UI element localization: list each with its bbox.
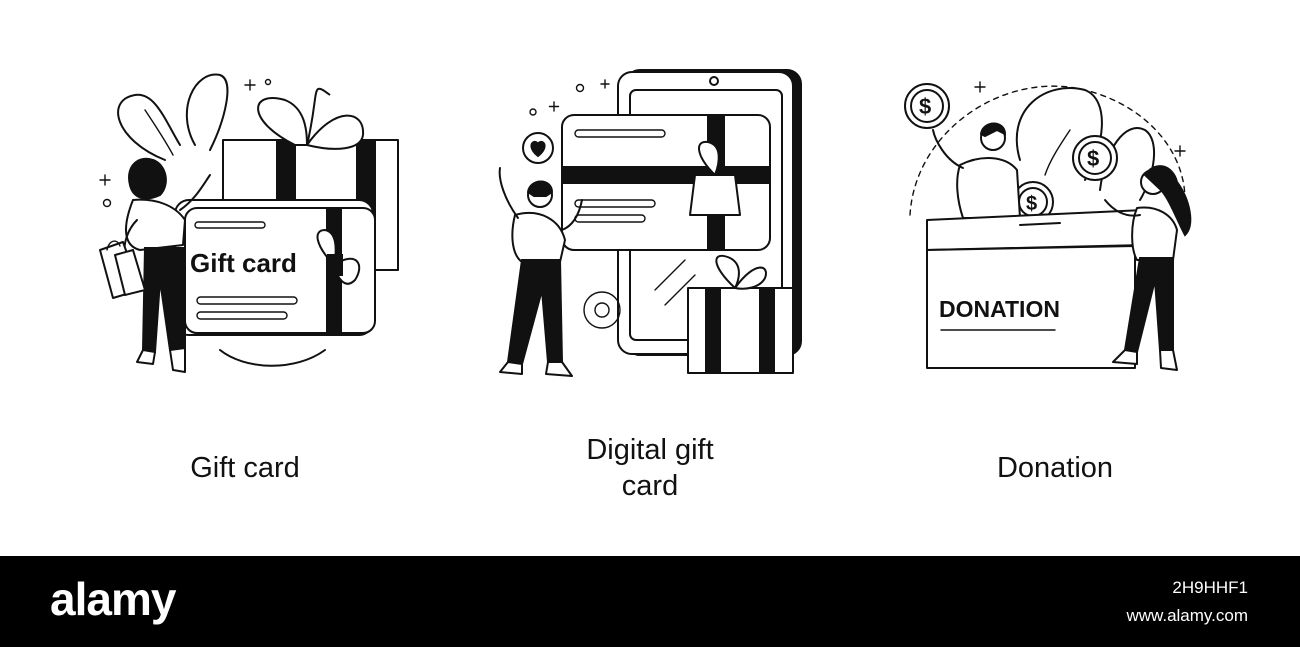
- gift-card-text: Gift card: [190, 248, 297, 278]
- donation-caption: Donation: [996, 452, 1114, 484]
- donation-box-text: DONATION: [939, 296, 1060, 322]
- man-figure: [932, 122, 1021, 219]
- woman-figure: [1104, 165, 1192, 371]
- coin-icon: $: [1072, 135, 1118, 181]
- svg-text:$: $: [919, 94, 931, 119]
- donation-box: [926, 209, 1146, 251]
- digital-gift-card-caption: Digital gift card: [450, 432, 850, 504]
- donation-panel: $ $ $ DONATION: [855, 0, 1255, 556]
- bow-icon: [257, 97, 308, 146]
- digital-gift-card-panel: Digital gift card: [450, 0, 850, 556]
- man-figure: [498, 167, 583, 377]
- svg-text:$: $: [1087, 146, 1099, 171]
- digital-gift-card-illustration: [498, 69, 802, 377]
- gift-card-panel: Gift card Gift card: [45, 0, 445, 556]
- watermark-url: www.alamy.com: [1126, 606, 1248, 625]
- heart-icon: [530, 140, 546, 158]
- image-id: 2H9HHF1: [1172, 578, 1248, 597]
- gift-card-illustration: Gift card: [99, 73, 399, 373]
- digital-gift-card-caption-line-2: card: [621, 470, 679, 502]
- digital-gift-card-caption-line-1: Digital gift: [586, 434, 714, 466]
- svg-text:$: $: [1026, 193, 1037, 215]
- alamy-logo: alamy: [50, 573, 176, 625]
- small-gift-box: [687, 287, 794, 374]
- gift-card-caption: Gift card: [190, 452, 300, 484]
- donation-illustration: $ $ $ DONATION: [904, 81, 1192, 371]
- woman-figure: [99, 157, 211, 373]
- coin-icon: $: [904, 83, 950, 129]
- watermark-footer: alamy 2H9HHF1 www.alamy.com: [0, 556, 1300, 647]
